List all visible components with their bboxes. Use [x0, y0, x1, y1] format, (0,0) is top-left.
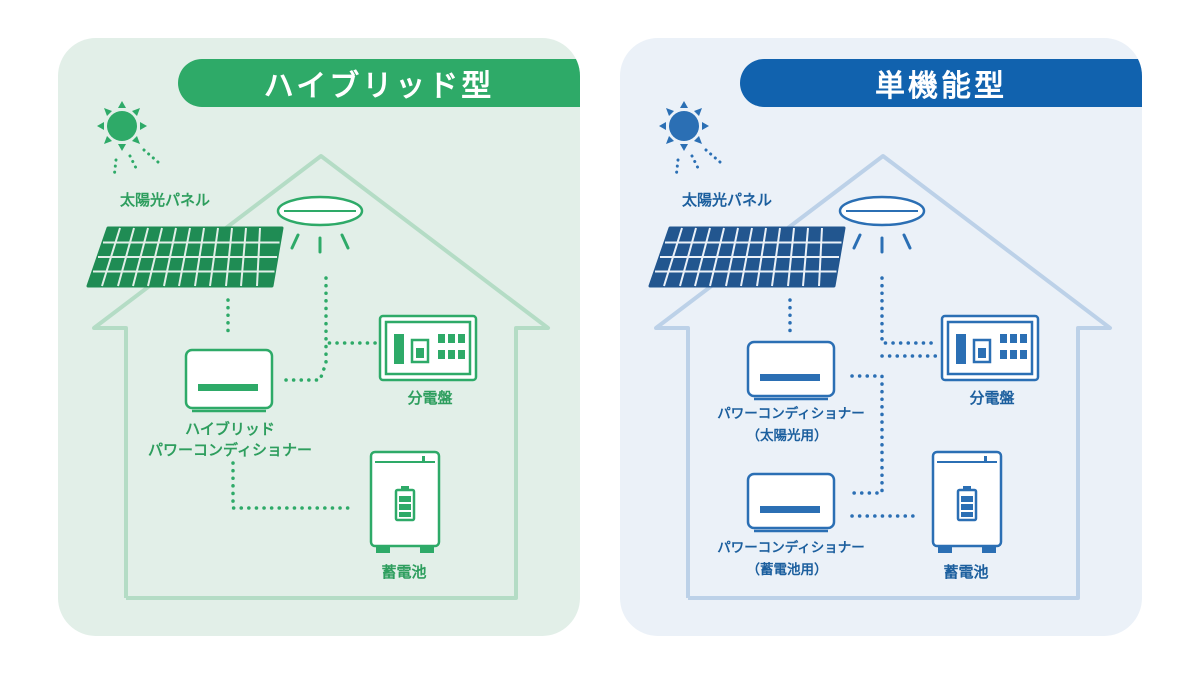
- battery-inverter-label-line1: パワーコンディショナー: [717, 540, 865, 556]
- battery-inverter-icon: [746, 472, 836, 533]
- battery-inverter-label-line2: （蓄電池用）: [746, 562, 828, 578]
- solar-inverter-label-line2: （太陽光用）: [746, 428, 828, 444]
- sun-rays: [112, 148, 160, 180]
- sun-rays: [674, 148, 722, 180]
- ceiling-light-icon: [838, 195, 926, 254]
- solar-panel-label: 太陽光パネル: [681, 191, 773, 209]
- distribution-board-label: 分電盤: [407, 389, 453, 407]
- battery-icon: [931, 450, 1003, 553]
- single-function-panel: 単機能型 太陽光パネル 分電盤 パワーコンディショナー （太陽光用） パワーコン…: [620, 38, 1142, 636]
- inverter-icon: [746, 340, 836, 401]
- battery-label: 蓄電池: [943, 563, 989, 581]
- single-function-title-banner: 単機能型: [740, 59, 1142, 107]
- distribution-board-icon: [940, 314, 1040, 382]
- single-function-illustration: [648, 101, 1112, 600]
- inverter-label-line1: ハイブリッド: [185, 420, 275, 438]
- distribution-board-icon: [378, 314, 478, 382]
- solar-panel-label: 太陽光パネル: [119, 191, 211, 209]
- connection-lines: [788, 276, 940, 518]
- hybrid-illustration: [86, 101, 550, 600]
- sun-icon: [97, 101, 147, 151]
- solar-inverter-label-line1: パワーコンディショナー: [717, 406, 865, 422]
- inverter-icon: [184, 348, 274, 413]
- ceiling-light-icon: [276, 195, 364, 254]
- connection-lines: [226, 276, 378, 510]
- house-outline-icon: [654, 154, 1112, 600]
- hybrid-panel: ハイブリッド型 太陽光パネル 分電盤 ハイブリッド パワーコンディショナー 蓄電…: [58, 38, 580, 636]
- house-outline-icon: [92, 154, 550, 600]
- battery-label: 蓄電池: [381, 563, 427, 581]
- solar-panel-icon: [86, 226, 284, 288]
- solar-panel-icon: [648, 226, 846, 288]
- hybrid-title-banner: ハイブリッド型: [178, 59, 580, 107]
- distribution-board-label: 分電盤: [969, 389, 1015, 407]
- battery-icon: [369, 450, 441, 553]
- inverter-label-line2: パワーコンディショナー: [148, 441, 312, 459]
- sun-icon: [659, 101, 709, 151]
